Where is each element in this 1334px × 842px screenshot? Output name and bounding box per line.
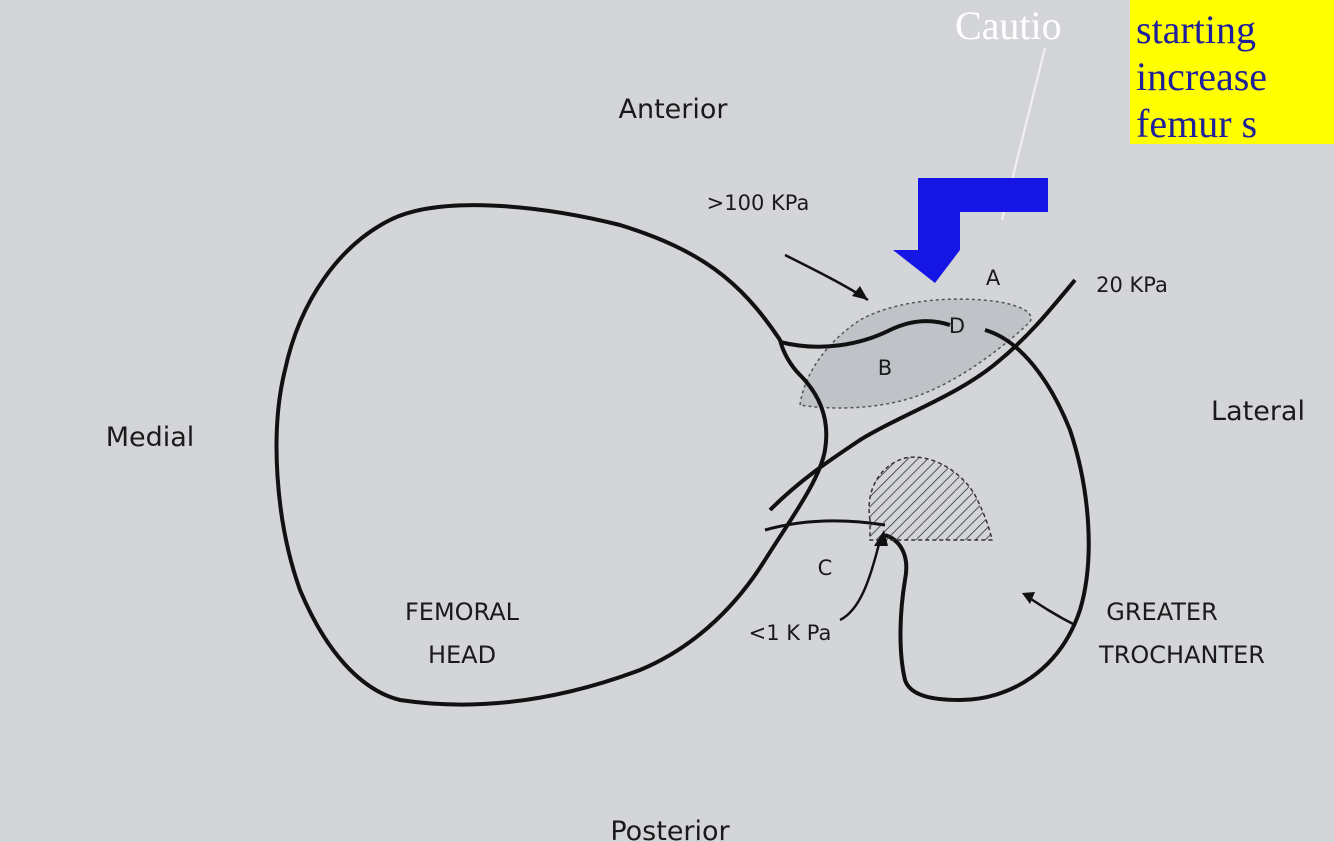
greater-trochanter-label-line2: TROCHANTER [1098,641,1265,669]
posterior-label: Posterior [610,816,730,842]
blue-arrow [893,178,1048,283]
callout-line: increase [1136,53,1334,100]
femoral-head-outline [277,205,827,704]
callout-line: femur s [1136,100,1334,144]
femoral-head-label-line2: HEAD [428,641,496,669]
callout-line: starting [1136,6,1334,53]
trochanter-arrowhead [1022,592,1035,604]
high-pressure-label: >100 KPa [707,191,810,215]
region-a-label: A [986,266,1001,290]
caution-text: Cautio [955,2,1062,49]
hatched-region [869,457,992,540]
high-pressure-region [800,299,1031,408]
region-b-label: B [878,356,892,380]
femoral-head-label-line1: FEMORAL [405,598,520,626]
greater-trochanter-label-line1: GREATER [1106,598,1218,626]
callout-box: starting increase femur s [1130,0,1334,144]
medial-label: Medial [106,422,195,453]
low-pressure-leader [840,540,880,620]
low-pressure-label: <1 K Pa [749,621,832,645]
anterior-label: Anterior [618,94,728,125]
region-c-label: C [818,556,833,580]
region-d-label: D [949,314,965,338]
lateral-label: Lateral [1211,396,1305,427]
mid-pressure-label: 20 KPa [1096,273,1168,297]
trochanter-leader [1025,595,1075,625]
high-pressure-arrowhead [852,286,868,300]
